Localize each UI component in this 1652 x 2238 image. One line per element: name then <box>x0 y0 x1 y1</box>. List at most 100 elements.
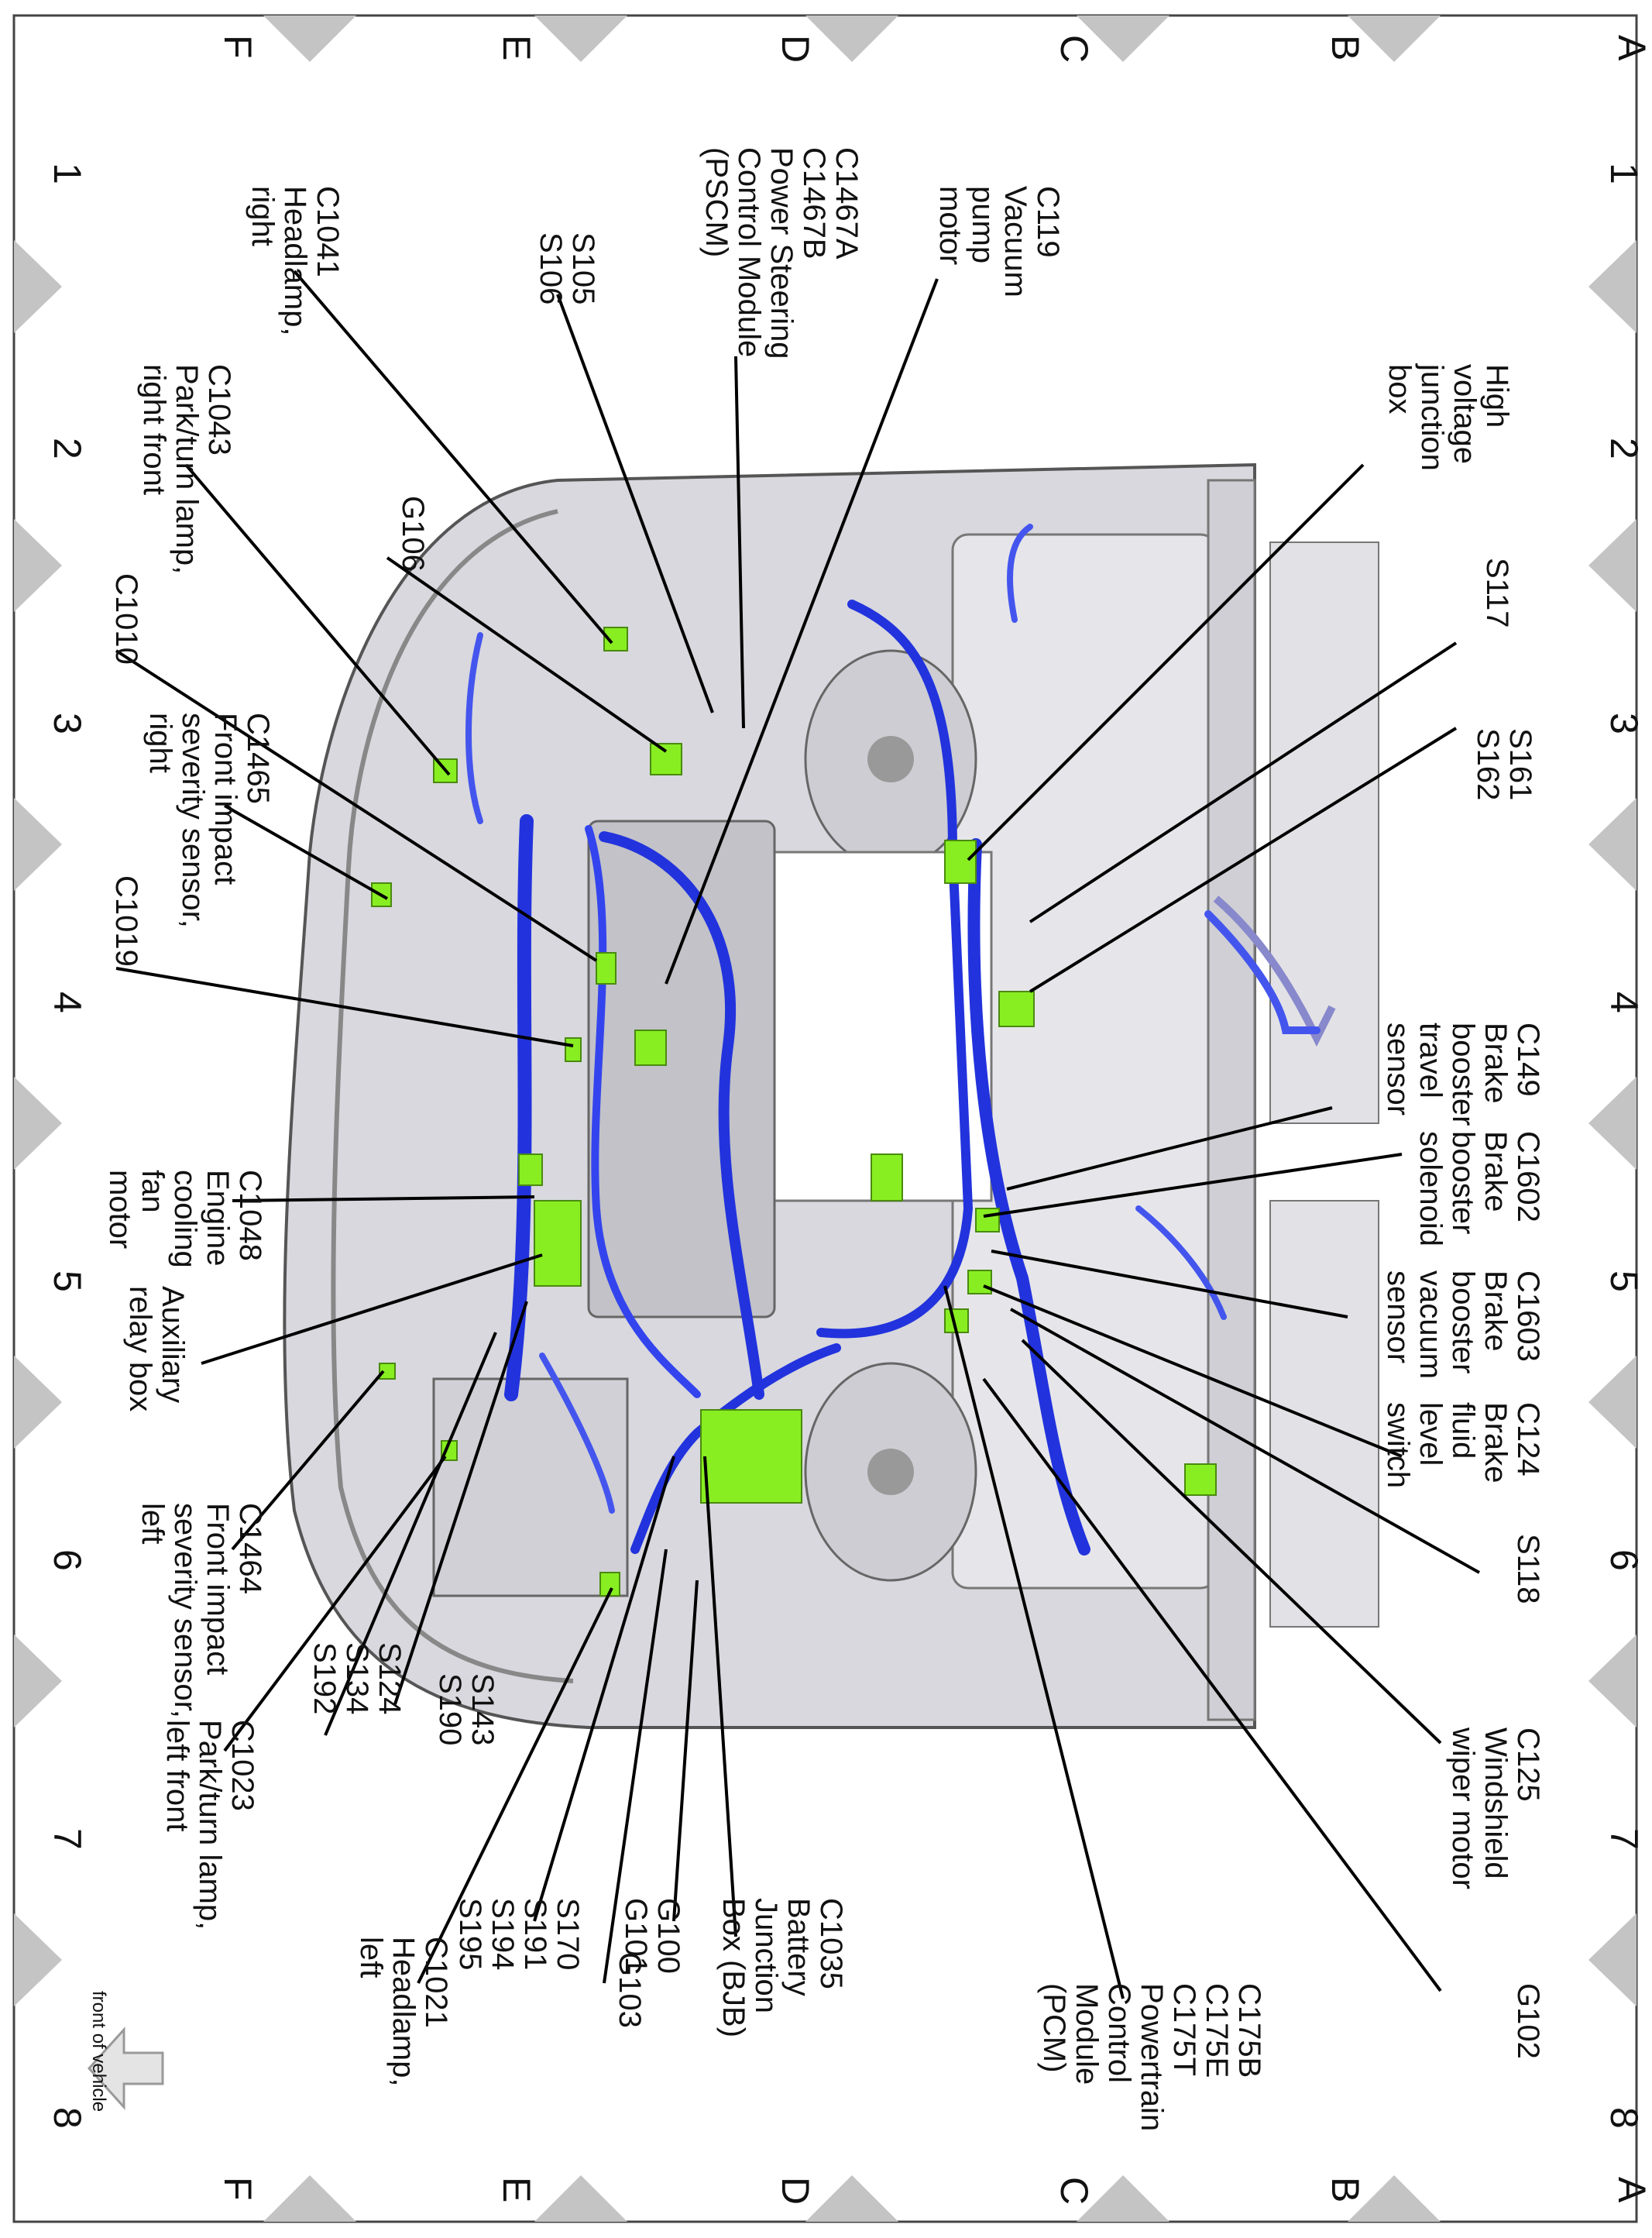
callout-c1043: C1043Park/turn lamp,right front <box>137 364 236 574</box>
front-of-vehicle-label: front of vehicle <box>88 1991 109 2112</box>
grid-column-label: 8 <box>1602 2107 1646 2129</box>
leader-lines <box>115 270 1480 1999</box>
grid-column-label: 7 <box>1602 1828 1646 1850</box>
grid-column-label: 3 <box>46 713 89 734</box>
connector-aux-relay-box <box>534 1200 582 1287</box>
callout-s118: S118 <box>1511 1534 1545 1604</box>
front-of-vehicle-arrow-icon <box>87 2027 164 2110</box>
grid-row-label: D <box>774 35 817 63</box>
callout-c1467-line: C1467B <box>797 147 831 260</box>
grid-row-label: F <box>216 35 259 59</box>
grid-row-label: E <box>495 2177 538 2202</box>
grid-row-label: A <box>1610 35 1652 61</box>
callout-g102: G102 <box>1511 1983 1545 2059</box>
callout-c1041-line: right <box>246 186 280 246</box>
callout-c124: C124Brakefluidlevelswitch <box>1381 1402 1545 1488</box>
callout-c1048-line: fan <box>136 1170 170 1213</box>
callout-c1043-line: Park/turn lamp, <box>170 364 204 574</box>
connector-g106 <box>650 743 682 775</box>
callout-c124-line: level <box>1413 1402 1448 1466</box>
callout-c1465-line: Front impact <box>208 713 242 885</box>
connector-c1603 <box>975 1208 1000 1232</box>
callout-c119-line: Vacuum <box>998 186 1032 297</box>
callout-g102-line: G102 <box>1511 1983 1545 2059</box>
callout-s170-line: S195 <box>453 1898 487 1970</box>
callout-c1464-line: Front impact <box>201 1503 235 1675</box>
callout-c119-line: C119 <box>1031 186 1065 258</box>
callout-c1010-line: C1010 <box>109 573 143 665</box>
wiring-harness <box>465 524 1321 1556</box>
callout-c175-line: Control <box>1102 1983 1136 2083</box>
callout-c1041: C1041Headlamp,right <box>246 186 345 335</box>
connector-c1021 <box>599 1572 620 1597</box>
callout-c1465-line: right <box>143 713 177 773</box>
connector-c1019 <box>565 1037 582 1062</box>
callout-c125-line: Windshield <box>1479 1727 1513 1879</box>
callout-s117-line: S117 <box>1480 558 1514 627</box>
grid-row-label: B <box>1324 2177 1367 2202</box>
connector-c1602 <box>871 1153 903 1202</box>
callout-c1603-line: sensor <box>1381 1270 1415 1363</box>
grid-row-label: C <box>1053 35 1096 63</box>
callout-s124-line: S192 <box>307 1642 342 1714</box>
connector-c1048 <box>518 1153 543 1186</box>
callout-c149-line: sensor <box>1381 1023 1415 1116</box>
callout-c175-line: C175B <box>1232 1983 1266 2078</box>
callout-high-voltage-line: box <box>1382 364 1417 414</box>
callout-c1048: C1048Enginecoolingfanmotor <box>103 1170 267 1268</box>
callout-c1465-line: severity sensor, <box>176 713 210 928</box>
callout-c1464: C1464Front impactseverity sensor,left <box>136 1503 267 1718</box>
callout-c1023-line: Park/turn lamp, <box>193 1720 227 1930</box>
callout-c1603-line: booster <box>1446 1270 1480 1373</box>
callout-c149-line: travel <box>1413 1023 1448 1098</box>
grid-column-label: 4 <box>1602 992 1646 1013</box>
callout-s124-line: S124 <box>373 1642 407 1714</box>
callout-s124-line: S134 <box>340 1642 374 1714</box>
callout-g100-line: G100 <box>651 1898 685 1974</box>
front-of-vehicle-text-line: front of vehicle <box>88 1991 109 2112</box>
callout-s143: S143S190 <box>433 1673 500 1745</box>
callout-s170: S170S191S194S195 <box>453 1898 585 1970</box>
callout-aux-relay-line: relay box <box>123 1286 157 1411</box>
callout-c175-line: C175E <box>1200 1983 1234 2078</box>
callout-high-voltage-line: voltage <box>1448 364 1482 464</box>
callout-s117: S117 <box>1480 558 1514 627</box>
grid-column-label: 1 <box>1602 163 1646 184</box>
callout-c1021-line: left <box>354 1937 388 1978</box>
callout-high-voltage-line: junction <box>1415 363 1449 471</box>
callout-s105-line: S105 <box>566 232 600 304</box>
callout-c1010: C1010 <box>109 573 143 665</box>
callout-c1048-line: cooling <box>168 1170 202 1268</box>
callout-c1019-line: C1019 <box>109 875 143 967</box>
grid-column-label: 1 <box>46 163 89 184</box>
callout-c1048-line: Engine <box>201 1170 235 1267</box>
grid-row-label: E <box>495 35 538 60</box>
callout-s170-line: S191 <box>518 1898 552 1970</box>
callout-c1043-line: C1043 <box>202 364 236 456</box>
callout-c175-line: Powertrain <box>1135 1983 1169 2131</box>
callout-c1602-line: solenoid <box>1413 1131 1448 1246</box>
callout-s170-line: S194 <box>486 1898 520 1970</box>
callout-g106-line: G106 <box>396 496 430 572</box>
grid-column-label: 6 <box>1602 1549 1646 1571</box>
callout-c1023-line: C1023 <box>225 1720 259 1811</box>
front-of-vehicle-text: front of vehicle <box>88 1991 109 2112</box>
grid-markers <box>14 15 1637 2222</box>
callout-c175-line: Module <box>1070 1983 1104 2085</box>
callout-c1467-line: Control Module <box>732 147 766 357</box>
callout-c149: C149Brakeboostertravelsensor <box>1381 1023 1545 1126</box>
connector-bjb <box>700 1409 802 1504</box>
grid-column-label: 4 <box>46 992 89 1013</box>
connectors <box>371 627 1217 1597</box>
callout-c149-line: Brake <box>1479 1023 1513 1104</box>
callout-c125: C125Windshieldwiper motor <box>1446 1727 1545 1889</box>
callout-c1035-line: Box (BJB) <box>716 1898 750 2037</box>
callout-c175: C175BC175EC175TPowertrainControlModule(P… <box>1037 1983 1266 2131</box>
callout-c1035-line: Battery <box>781 1898 816 1996</box>
callout-s161: S161S162 <box>1471 728 1537 800</box>
grid-column-label: 2 <box>1602 438 1646 459</box>
callout-g103-line: G103 <box>613 1952 647 2028</box>
callout-s161-line: S161 <box>1503 728 1537 800</box>
grid-row-label: A <box>1610 2177 1652 2203</box>
callout-c1048-line: motor <box>103 1170 137 1249</box>
